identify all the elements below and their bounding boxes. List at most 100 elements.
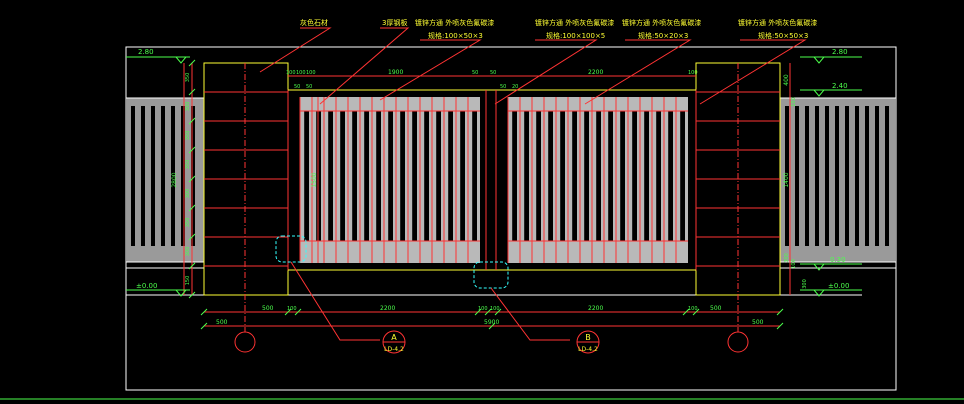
dim-mid-1500: 1500 — [311, 172, 318, 187]
axis-bubble-left — [234, 331, 256, 353]
dim-bottom-2200-a: 2200 — [380, 305, 395, 312]
dim-tick — [188, 204, 196, 212]
gate-slot — [424, 111, 429, 241]
callout-leaders — [259, 27, 807, 105]
gate-slot — [680, 111, 685, 241]
grid-bubble-a-sheet: LD-4.2 — [384, 346, 404, 353]
callout-tube-50x20-l2: 规格:50×20×3 — [638, 31, 688, 40]
dim-tick — [188, 88, 196, 96]
elev-base-right: ±0.00 — [800, 282, 862, 297]
gate-slot — [668, 111, 673, 241]
elev-mid-right-label: 2.40 — [832, 82, 848, 90]
gate-slot — [548, 111, 553, 241]
dim-left-segment: 350 — [185, 73, 191, 83]
grid-bubble-b: B LD-4.2 — [576, 330, 600, 354]
elev-top-right-label: 2.80 — [832, 48, 848, 56]
dim-top-mid-50: 50 — [500, 84, 506, 90]
gate-slot — [584, 111, 589, 241]
left-fence-bars — [131, 106, 195, 246]
gate-slot — [340, 111, 345, 241]
fence-slot — [151, 106, 155, 246]
gate-slot — [524, 111, 529, 241]
gate-slot — [364, 111, 369, 241]
dim-top-50-2: 50 — [306, 84, 312, 90]
dim-top-gap-1: 50 — [472, 70, 478, 76]
callout-tube-100x50-l1: 镀锌方通 外喷灰色氟碳漆 — [415, 18, 494, 27]
grid-bubble-b-sheet: LD-4.2 — [578, 346, 598, 353]
elev-top-right: 2.80 — [800, 48, 862, 64]
left-gate-leaf — [299, 97, 480, 263]
gate-slot — [596, 111, 601, 241]
gate-slot — [328, 111, 333, 241]
dim-bottom-100-d: 100 — [688, 306, 698, 312]
gate-slot — [512, 111, 517, 241]
elev-base-left-label: ±0.00 — [136, 282, 157, 290]
gate-frame — [287, 89, 697, 271]
left-dimension-ticks — [188, 59, 196, 299]
dim-left-segment: 350 — [185, 218, 191, 228]
fence-slot — [815, 106, 819, 246]
dim-bottom-total: 5900 — [484, 319, 499, 326]
gate-slot — [460, 111, 465, 241]
dim-top-100-1: 100 — [286, 70, 296, 76]
pillar-stone-bands — [204, 91, 780, 267]
dim-bottom-overall-left: 500 — [216, 319, 228, 326]
elev-mid-right: 2.40 — [800, 82, 862, 97]
bottom-dimension-ticks — [200, 308, 784, 330]
grid-bubble-b-letter: B — [585, 333, 591, 342]
fence-slot — [161, 106, 165, 246]
elev-low-right-label: 0.30 — [830, 256, 846, 264]
fence-slot — [885, 106, 889, 246]
dim-top-100-3: 100 — [306, 70, 316, 76]
detail-cloud-b — [473, 261, 509, 289]
gate-slot — [400, 111, 405, 241]
elev-base-right-label: ±0.00 — [828, 282, 849, 290]
dim-left-segment: 300 — [185, 247, 191, 257]
dim-top-1900: 1900 — [388, 69, 403, 76]
gate-slot — [436, 111, 441, 241]
dim-bottom-100-c: 100 — [490, 306, 500, 312]
dim-tick — [188, 262, 196, 270]
elev-base-left: ±0.00 — [126, 282, 190, 297]
leader-a — [290, 261, 380, 341]
dim-tick — [682, 308, 690, 316]
dim-tick — [494, 308, 502, 316]
fence-slot — [191, 106, 195, 246]
gate-slot — [608, 111, 613, 241]
dim-tick — [188, 117, 196, 125]
dim-tick — [188, 291, 196, 299]
gate-slot — [536, 111, 541, 241]
dim-bottom-100-a: 100 — [287, 306, 297, 312]
gate-slot — [632, 111, 637, 241]
gate-slot — [560, 111, 565, 241]
dim-bottom-overall-right: 500 — [752, 319, 764, 326]
elev-top-left: 2.80 — [126, 48, 190, 64]
gate-slot — [388, 111, 393, 241]
fence-slot — [181, 106, 185, 246]
dim-left-total: 2800 — [171, 172, 178, 187]
gate-slot — [376, 111, 381, 241]
dim-bottom-500-b: 500 — [710, 305, 722, 312]
fence-slot — [825, 106, 829, 246]
dim-tick — [474, 308, 482, 316]
dim-tick — [294, 308, 302, 316]
dim-top-50-1: 50 — [294, 84, 300, 90]
right-fence-bars — [785, 106, 889, 246]
fence-slot — [141, 106, 145, 246]
fence-slot — [131, 106, 135, 246]
dim-left-segment: 300 — [185, 189, 191, 199]
dim-right-small-3: 100 — [791, 259, 797, 269]
dim-tick — [484, 308, 492, 316]
grid-bubble-a: A LD-4.2 — [382, 330, 406, 354]
dim-tick — [776, 322, 784, 330]
dim-tick — [188, 146, 196, 154]
dim-right-small-4: 300 — [802, 279, 808, 289]
dim-left-segment: 150 — [185, 276, 191, 286]
gate-slot — [656, 111, 661, 241]
elev-top-left-label: 2.80 — [138, 48, 154, 56]
gate-slot — [572, 111, 577, 241]
gate-slot — [304, 111, 309, 241]
dim-tick — [188, 59, 196, 67]
dim-top-right-100: 100 — [688, 70, 698, 76]
